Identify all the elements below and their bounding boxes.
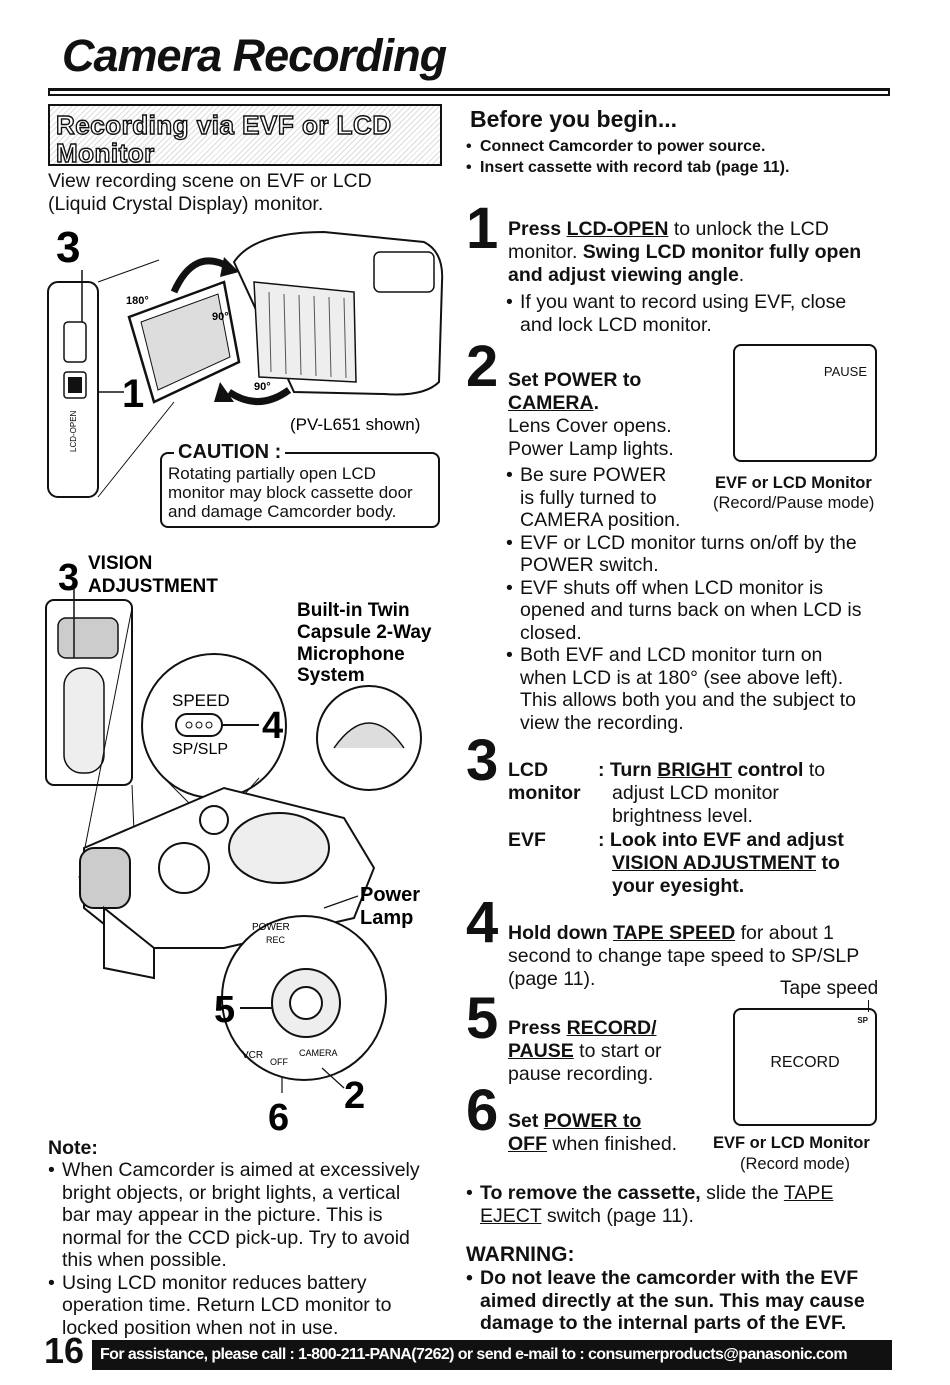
warning-list: Do not leave the camcorder with the EVFa… [466, 1267, 896, 1335]
step2-bullet-3: EVF shuts off when LCD monitor isopened … [506, 577, 901, 645]
record-screen-caption1: EVF or LCD Monitor [713, 1134, 870, 1152]
vision-num: 3 [58, 557, 79, 599]
step3-evf-text: : Look into EVF and adjust VISION ADJUST… [598, 829, 844, 897]
power-lamp-1: Power [360, 884, 420, 906]
step1-number: 1 [466, 196, 499, 261]
camcorder-lcd-illustration: 3 LCD-OPEN 1 180° 90° 90° (PV-L651 shown… [47, 223, 444, 498]
pause-screen-text: PAUSE [823, 364, 867, 379]
title-rule [48, 88, 890, 96]
footer-contact: For assistance, please call : 1-800-211-… [92, 1340, 892, 1370]
before-item-2: Insert cassette with record tab (page 11… [466, 157, 886, 178]
section-heading-line1: Recording via EVF or LCD [55, 109, 392, 140]
angle-90a: 90° [212, 311, 229, 323]
intro-line1: View recording scene on EVF or LCD [48, 170, 372, 192]
note-item-1: When Camcorder is aimed at excessivelybr… [48, 1159, 458, 1272]
step3-lcd-label2: monitor [508, 782, 581, 804]
warning-item: Do not leave the camcorder with the EVFa… [466, 1267, 896, 1335]
caution-line2: monitor may block cassette door [168, 483, 413, 502]
step3-evf-label: EVF [508, 829, 546, 851]
angle-180: 180° [126, 295, 149, 307]
tape-speed-label: Tape speed [780, 978, 879, 999]
side-label: LCD-OPEN [69, 410, 78, 452]
page-number: 16 [44, 1330, 85, 1371]
tape-speed-pointer [868, 1000, 869, 1012]
remove-cassette: To remove the cassette, slide the TAPE E… [466, 1182, 886, 1227]
callout-2: 2 [344, 1075, 365, 1117]
power-lamp-2: Lamp [360, 907, 413, 929]
mic-line2: Capsule 2-Way [297, 622, 432, 643]
step2-text: Set POWER to CAMERA. Lens Cover opens. P… [508, 369, 674, 460]
section-heading: Recording via EVF or LCD Monitor [48, 104, 442, 166]
record-screen: SP RECORD [733, 1008, 877, 1126]
page-title: Camera Recording [62, 30, 447, 81]
callout-1: 1 [122, 372, 144, 416]
dial-rec: REC [266, 935, 286, 945]
step1-bullet: If you want to record using EVF, closean… [506, 291, 896, 336]
callout-3: 3 [56, 223, 80, 272]
mic-line1: Built-in Twin [297, 600, 410, 621]
mic-line3: Microphone [297, 644, 405, 665]
intro-line2: (Liquid Crystal Display) monitor. [48, 193, 324, 215]
vision-line1: VISION [88, 553, 152, 574]
step1-text: Press LCD-OPEN to unlock the LCD monitor… [508, 218, 862, 286]
caution-title: CAUTION : [174, 441, 286, 464]
dial-off: OFF [270, 1057, 288, 1067]
step6-number: 6 [466, 1078, 499, 1143]
camcorder-controls-illustration: 3 VISION ADJUSTMENT Built-in Twin Capsul… [45, 553, 432, 1138]
caution-box: Rotating partially open LCD monitor may … [160, 452, 440, 528]
step3-lcd-label1: LCD [508, 759, 549, 781]
angle-90b: 90° [254, 381, 271, 393]
record-screen-caption2: (Record mode) [740, 1155, 851, 1173]
warning-title: WARNING: [466, 1243, 575, 1266]
before-list: Connect Camcorder to power source. Inser… [466, 136, 886, 178]
record-screen-sp: SP [857, 1016, 868, 1025]
step6-text: Set POWER to OFF when finished. [508, 1110, 678, 1155]
note-list: When Camcorder is aimed at excessivelybr… [48, 1159, 458, 1339]
step2-number: 2 [466, 334, 499, 399]
callout-6: 6 [268, 1097, 289, 1138]
step5-number: 5 [466, 986, 499, 1051]
before-item-1: Connect Camcorder to power source. [466, 136, 886, 157]
step5-text: Press RECORD/ PAUSE to start or pause re… [508, 1017, 662, 1085]
step4-text: Hold down TAPE SPEED for about 1 second … [508, 922, 860, 990]
note-item-2: Using LCD monitor reduces batteryoperati… [48, 1272, 458, 1340]
callout-5: 5 [214, 989, 235, 1031]
caution-line1: Rotating partially open LCD [168, 464, 376, 483]
pause-screen: PAUSE [733, 344, 877, 462]
note-section: Note: When Camcorder is aimed at excessi… [48, 1137, 458, 1339]
model-note: (PV-L651 shown) [290, 415, 420, 434]
dial-power: POWER [252, 922, 290, 933]
mic-line4: System [297, 665, 365, 686]
dial-camera: CAMERA [299, 1048, 338, 1058]
step4-number: 4 [466, 890, 499, 955]
record-screen-text: RECORD [770, 1054, 840, 1071]
step3-number: 3 [466, 728, 499, 793]
spslp-label: SP/SLP [172, 741, 228, 758]
callout-4: 4 [262, 705, 283, 747]
step3-lcd-text: : Turn BRIGHT control to adjust LCD moni… [598, 759, 826, 827]
dial-vcr: VCR [242, 1050, 263, 1061]
step1-bullets: If you want to record using EVF, closean… [506, 291, 896, 336]
speed-label: SPEED [172, 691, 230, 710]
step2-bullet-2: EVF or LCD monitor turns on/off by thePO… [506, 532, 901, 577]
vision-line2: ADJUSTMENT [88, 576, 218, 597]
caution-line3: and damage Camcorder body. [168, 502, 397, 521]
note-title: Note: [48, 1137, 98, 1159]
remove-cassette-item: To remove the cassette, slide the TAPE E… [466, 1182, 886, 1227]
section-heading-line2: Monitor [55, 137, 155, 166]
before-title: Before you begin... [470, 106, 678, 132]
